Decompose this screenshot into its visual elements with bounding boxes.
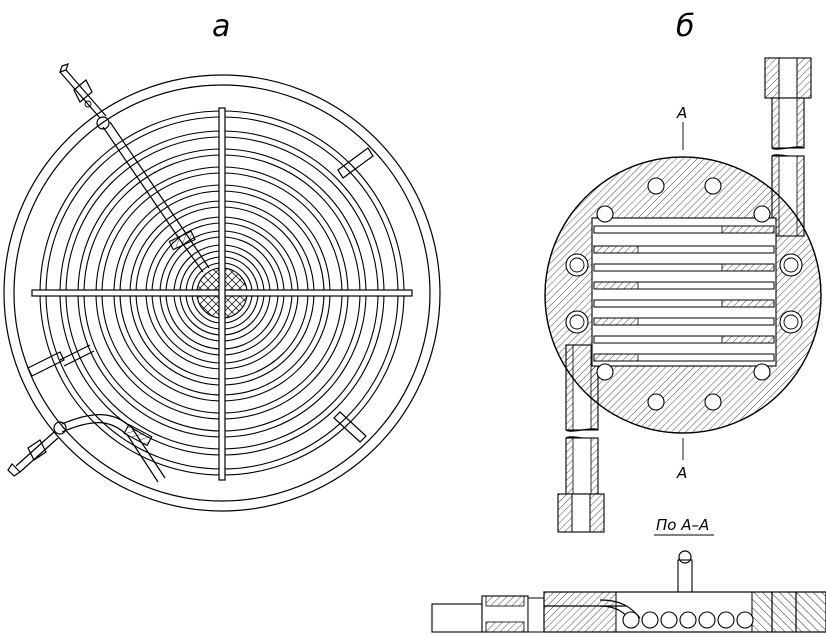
bolt-hole <box>647 177 665 195</box>
tube-cross-section <box>622 611 640 629</box>
section-mark-top: А <box>676 104 687 122</box>
upper-pipe <box>764 57 812 237</box>
tube-cross-section <box>717 611 735 629</box>
section-a-a-view: По А–А <box>431 516 826 633</box>
bolt-holes <box>565 177 803 411</box>
bolt-hole <box>565 253 589 277</box>
left-pipe-stub <box>431 595 545 633</box>
channel-plate <box>593 299 775 308</box>
view-b-disc-assembly: А А <box>544 57 822 533</box>
channel-plate <box>593 263 775 272</box>
channel-plate <box>593 317 775 326</box>
tube-cross-section <box>698 611 716 629</box>
channel-plate <box>593 281 775 290</box>
section-caption: По А–А <box>656 516 709 534</box>
channel-plate <box>593 225 775 234</box>
bolt-hole <box>779 310 803 334</box>
channel-plate <box>593 353 775 362</box>
tube-cross-section <box>736 611 754 629</box>
vertical-nozzle <box>677 559 693 595</box>
lower-terminal-lead <box>7 414 166 483</box>
tube-cross-section <box>660 611 678 629</box>
outer-ring <box>3 74 441 512</box>
bolt-hole <box>753 363 771 381</box>
upper-terminal-lead <box>59 63 210 273</box>
bolt-hole <box>647 393 665 411</box>
tube-cross-section <box>641 611 659 629</box>
bolt-hole <box>704 177 722 195</box>
bolt-hole <box>596 205 614 223</box>
bolt-hole <box>704 393 722 411</box>
section-mark-bottom: А <box>676 464 687 482</box>
section-tubes <box>622 611 754 629</box>
channel-plates <box>593 225 775 362</box>
view-a-spiral-heater <box>3 63 441 512</box>
hatched-disc <box>544 156 822 434</box>
section-body <box>543 591 826 633</box>
tube-cross-section <box>679 611 697 629</box>
cross-support-bars <box>31 107 413 481</box>
bolt-hole <box>753 205 771 223</box>
section-line-a-a: А А <box>676 104 687 482</box>
channel-plate <box>593 245 775 254</box>
view-label-a: а <box>212 9 230 44</box>
bolt-hole <box>596 363 614 381</box>
radial-brackets <box>27 147 374 443</box>
bolt-hole <box>779 253 803 277</box>
bolt-hole <box>565 310 589 334</box>
view-label-b: б <box>676 9 695 44</box>
channel-plate <box>593 335 775 344</box>
